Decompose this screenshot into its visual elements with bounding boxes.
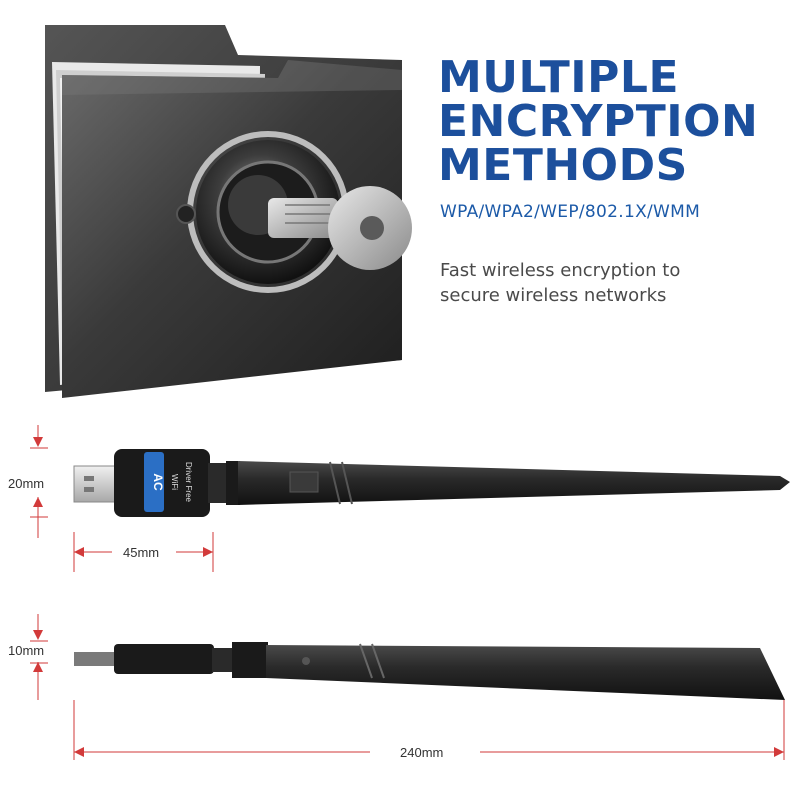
dimension-width-dongle: 45mm <box>123 545 159 560</box>
description: Fast wireless encryption to secure wirel… <box>440 258 760 308</box>
dimension-lines <box>30 425 785 760</box>
dongle-ac-label: AC <box>151 473 165 491</box>
dimension-total-length: 240mm <box>400 745 443 760</box>
dimension-height-top: 20mm <box>8 476 44 491</box>
folder-lock-image <box>45 25 412 398</box>
adapter-side-view-image <box>74 642 785 700</box>
dongle-wifi-label: WiFi <box>170 474 179 490</box>
description-line-1: Fast wireless encryption to <box>440 260 681 281</box>
dongle-driver-free-label: Driver Free <box>184 462 193 503</box>
description-line-2: secure wireless networks <box>440 285 667 306</box>
headline: MULTIPLE ENCRYPTION METHODS <box>438 56 758 188</box>
encryption-protocols: WPA/WPA2/WEP/802.1X/WMM <box>440 202 701 222</box>
headline-line-2: ENCRYPTION <box>438 96 759 147</box>
headline-line-3: METHODS <box>438 140 688 191</box>
headline-line-1: MULTIPLE <box>438 52 679 103</box>
adapter-top-view-image: AC WiFi Driver Free <box>73 449 790 517</box>
dimension-height-side: 10mm <box>8 643 44 658</box>
